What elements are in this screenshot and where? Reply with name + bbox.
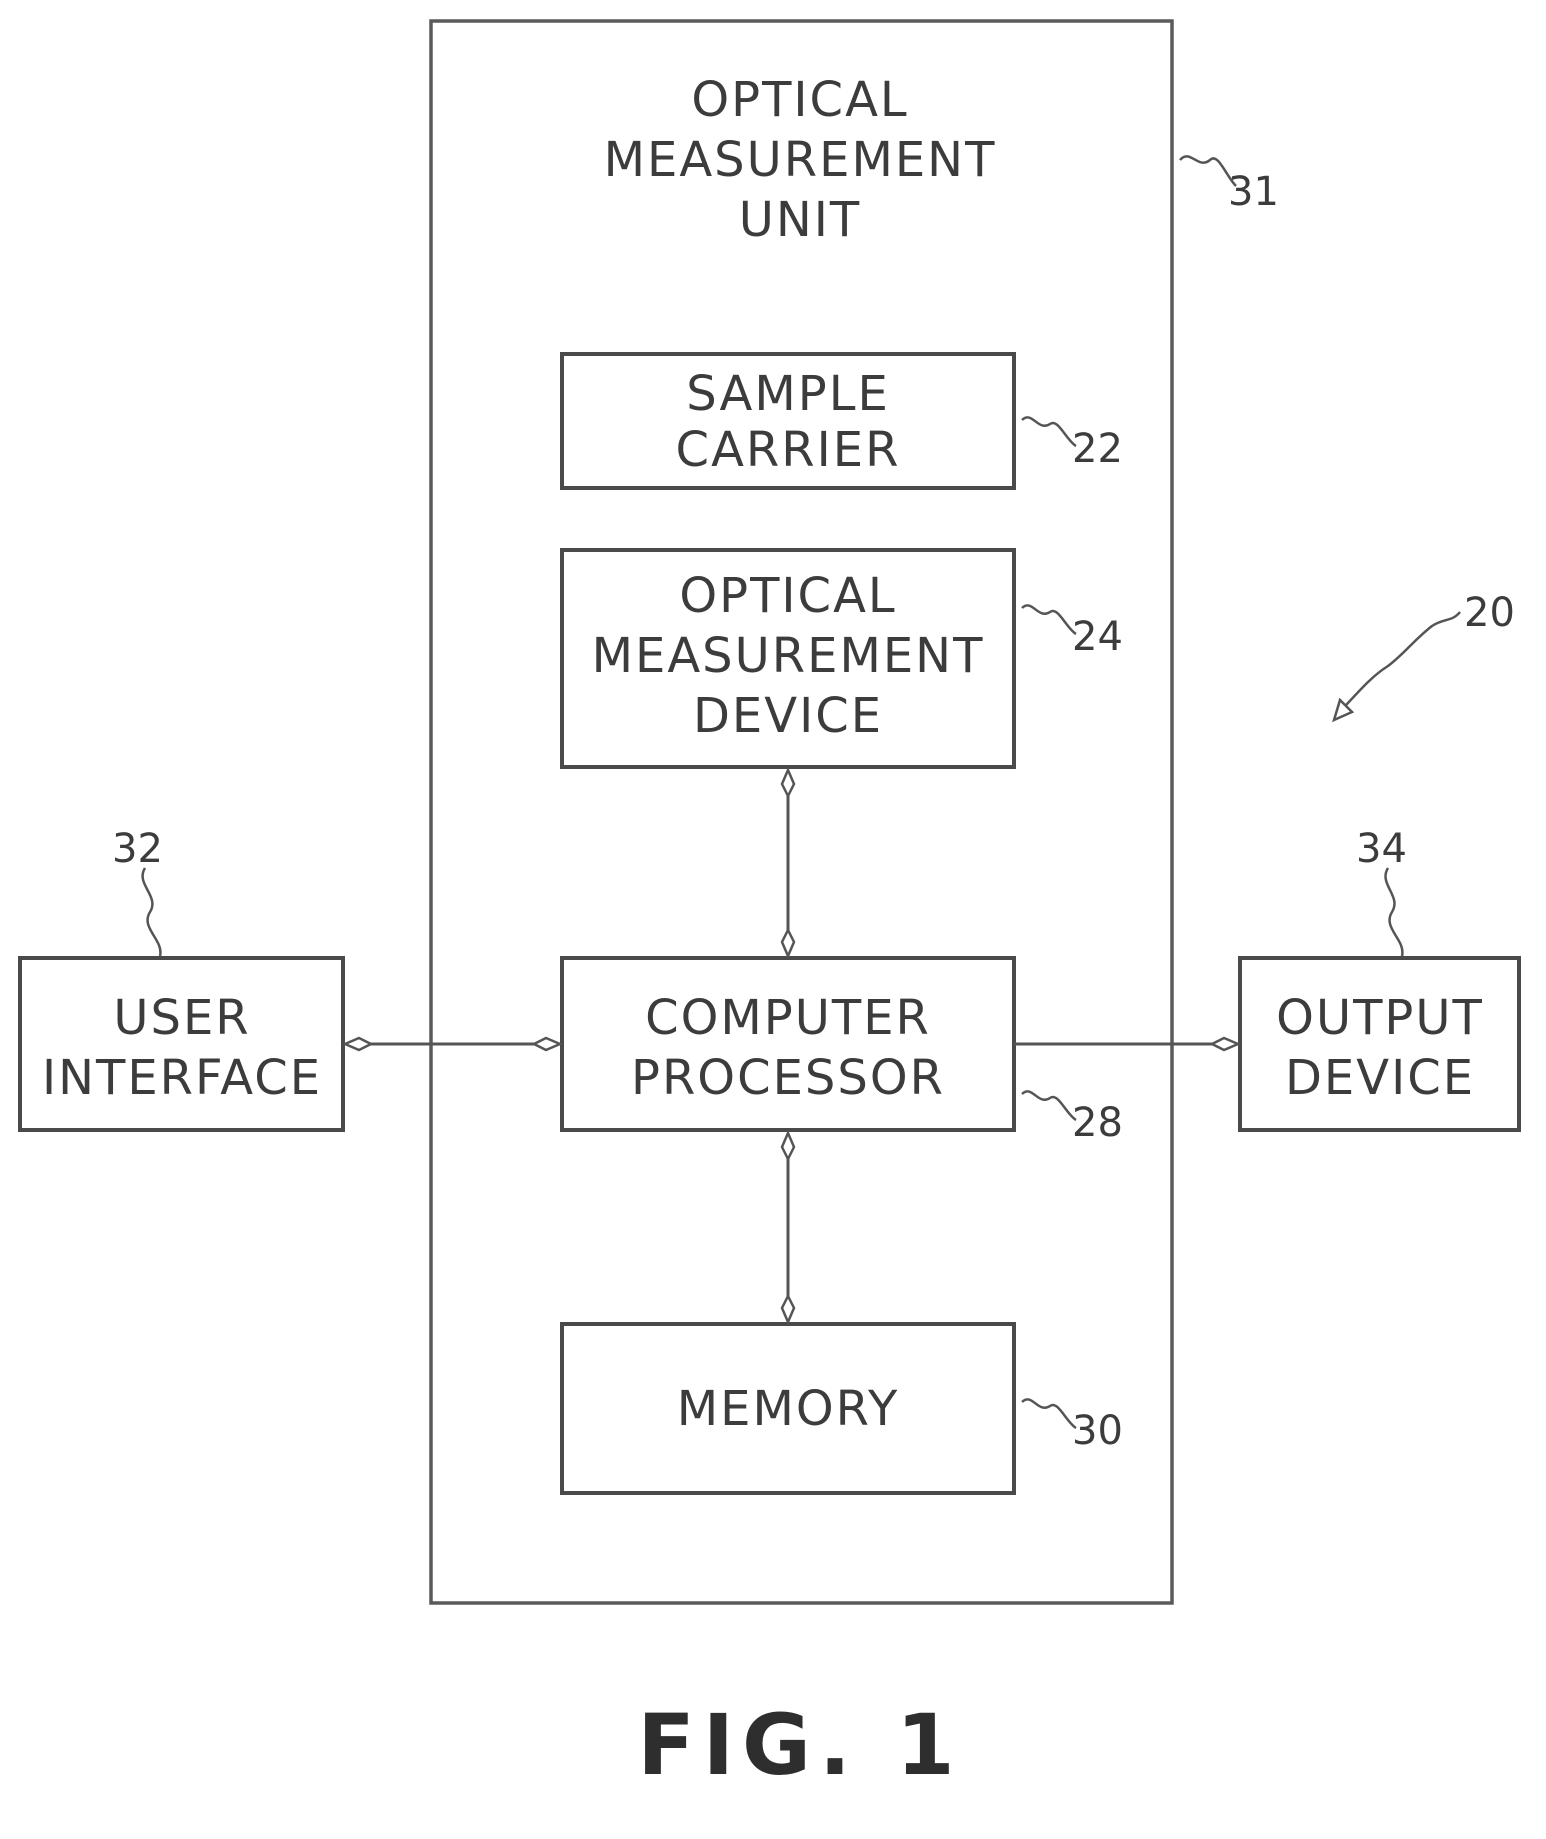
ref-24-label: 24 xyxy=(1072,614,1123,660)
arrowhead-to-processor-left xyxy=(534,1038,560,1050)
sample-carrier-label-line-1: SAMPLE xyxy=(686,366,890,422)
ref-31-label: 31 xyxy=(1228,169,1279,215)
optical-measurement-device-label-line-3: DEVICE xyxy=(693,688,883,744)
ref-34-label: 34 xyxy=(1356,826,1407,872)
arrowhead-to-processor-top xyxy=(782,930,794,956)
output-device-label-line-2: DEVICE xyxy=(1285,1050,1475,1106)
optical-measurement-device-label-line-2: MEASUREMENT xyxy=(592,628,985,684)
computer-processor-label-line-2: PROCESSOR xyxy=(631,1050,945,1106)
arrowhead-to-memory xyxy=(782,1296,794,1322)
ref-34-leader xyxy=(1386,868,1403,956)
system-reference: 20 xyxy=(1334,590,1515,720)
arrowhead-to-processor-bottom xyxy=(782,1133,794,1159)
ref-30-label: 30 xyxy=(1072,1408,1123,1454)
ref-24-leader xyxy=(1022,605,1076,634)
figure-caption: FIG. 1 xyxy=(637,1696,962,1794)
memory-label: MEMORY xyxy=(677,1381,900,1437)
optical-measurement-unit-label-line-1: OPTICAL xyxy=(691,72,908,128)
arrowhead-to-output-device xyxy=(1212,1038,1238,1050)
ref-32-leader xyxy=(143,868,161,956)
output-device-label-line-1: OUTPUT xyxy=(1276,990,1484,1046)
user-interface-label-line-2: INTERFACE xyxy=(42,1050,322,1106)
optical-measurement-unit-frame xyxy=(431,21,1172,1603)
sample-carrier-label-line-2: CARRIER xyxy=(676,422,901,478)
sample-carrier-block: SAMPLE CARRIER 22 xyxy=(562,354,1123,488)
optical-measurement-unit: OPTICAL MEASUREMENT UNIT 31 xyxy=(431,21,1279,1603)
user-interface-label-line-1: USER xyxy=(113,990,250,1046)
ref-22-label: 22 xyxy=(1072,426,1123,472)
ref-20-label: 20 xyxy=(1464,590,1515,636)
optical-measurement-device-block: OPTICAL MEASUREMENT DEVICE 24 xyxy=(562,550,1123,767)
memory-block: MEMORY 30 xyxy=(562,1324,1123,1493)
arrowhead-to-device xyxy=(782,770,794,796)
ref-32-label: 32 xyxy=(112,826,163,872)
computer-processor-block: COMPUTER PROCESSOR 28 xyxy=(562,958,1123,1146)
arrowhead-to-user-interface xyxy=(345,1038,371,1050)
optical-measurement-unit-label-line-3: UNIT xyxy=(739,192,862,248)
output-device-block: OUTPUT DEVICE 34 xyxy=(1240,826,1519,1130)
ref-20-leader xyxy=(1336,612,1460,716)
optical-measurement-unit-label-line-2: MEASUREMENT xyxy=(604,132,997,188)
computer-processor-label-line-1: COMPUTER xyxy=(645,990,931,1046)
ref-28-label: 28 xyxy=(1072,1100,1123,1146)
optical-measurement-device-label-line-1: OPTICAL xyxy=(679,568,896,624)
user-interface-block: USER INTERFACE 32 xyxy=(20,826,343,1130)
ref-28-leader xyxy=(1022,1091,1076,1120)
connectors xyxy=(345,770,1238,1322)
ref-30-leader xyxy=(1022,1399,1076,1428)
ref-22-leader xyxy=(1022,417,1076,446)
